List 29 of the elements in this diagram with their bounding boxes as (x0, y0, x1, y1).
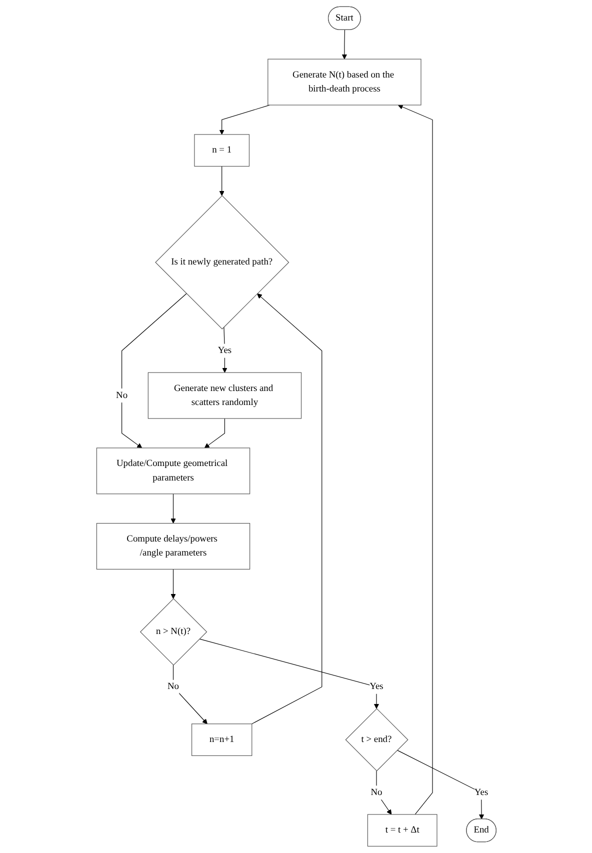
edge-label: Yes (369, 682, 383, 692)
edge-label: Yes (474, 787, 488, 798)
arrow (251, 293, 322, 724)
arrow (218, 166, 224, 196)
node-box: Compute delays/powers /angle parameters (96, 523, 250, 570)
node-box: n=n+1 (191, 724, 252, 756)
arrow (218, 104, 270, 135)
node-box: Generate N(t) based on the birth-death process (267, 58, 421, 106)
node-diamond: n > N(t)? (140, 598, 207, 666)
arrow (172, 664, 208, 724)
arrow (222, 326, 227, 373)
arrow (396, 750, 484, 820)
arrow (170, 568, 176, 599)
edge-label: No (167, 682, 179, 692)
node-box: Update/Compute geometrical parameters (96, 448, 250, 494)
arrow (198, 638, 379, 709)
edge-label: No (370, 787, 382, 798)
node-diamond: Is it newly generated path? (154, 195, 289, 330)
node-diamond: t > end? (344, 708, 408, 772)
edge-label: Yes (217, 346, 232, 356)
node-box: t = t + Δt (366, 814, 437, 847)
arrow (121, 293, 186, 448)
node-box: n = 1 (194, 134, 250, 167)
arrow (170, 494, 176, 524)
arrow (341, 30, 347, 60)
arrow (204, 418, 225, 448)
arrow (397, 104, 432, 815)
node-box: Generate new clusters and scatters randomly (147, 372, 302, 419)
edge-label: No (116, 390, 128, 400)
